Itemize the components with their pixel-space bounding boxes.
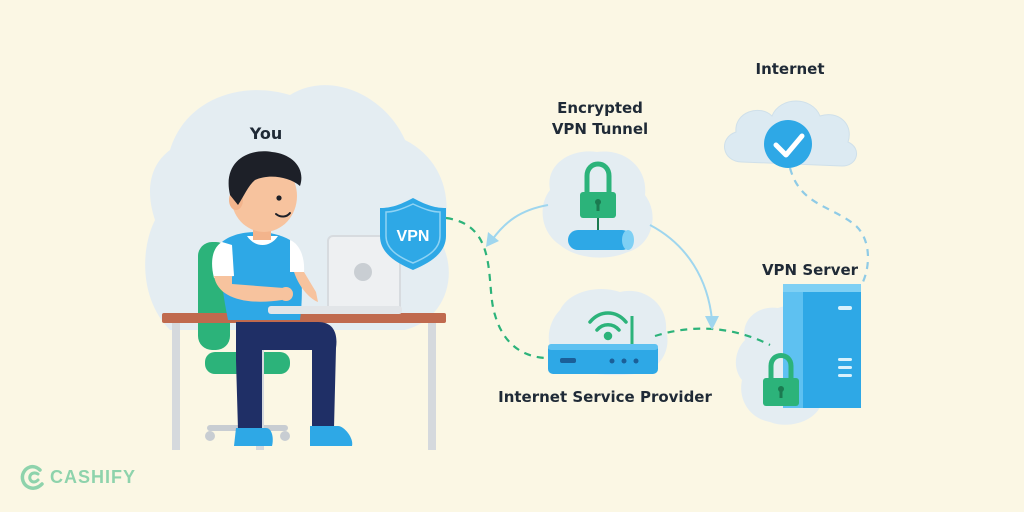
arrowhead-left bbox=[486, 232, 499, 247]
person bbox=[212, 151, 353, 446]
padlock-icon bbox=[580, 161, 616, 218]
internet-label: Internet bbox=[755, 60, 825, 78]
arrow-tunnel-to-router bbox=[649, 224, 713, 321]
you-label: You bbox=[249, 124, 283, 143]
laptop-icon bbox=[268, 235, 402, 314]
isp-label: Internet Service Provider bbox=[498, 388, 712, 406]
cashify-logo-icon bbox=[20, 464, 44, 490]
wifi-icon bbox=[588, 311, 628, 341]
brand-logo: CASHIFY bbox=[18, 460, 136, 494]
tunnel-label: Encrypted VPN Tunnel bbox=[520, 98, 680, 140]
internet-to-server-dashed-line bbox=[788, 167, 870, 285]
vpn-server-label: VPN Server bbox=[761, 261, 859, 279]
checkmark-icon bbox=[764, 120, 812, 168]
tunnel-label-line1: Encrypted bbox=[557, 99, 643, 117]
server-padlock-icon bbox=[763, 353, 799, 406]
router-to-server-dashed-line bbox=[654, 327, 771, 346]
vpn-to-router-dashed-line bbox=[445, 216, 549, 360]
router-icon bbox=[548, 316, 658, 374]
connection-lines bbox=[445, 167, 870, 360]
tunnel-arrows bbox=[491, 204, 713, 321]
arrowhead-right bbox=[705, 316, 719, 330]
arrow-tunnel-to-laptop bbox=[491, 204, 549, 241]
tunnel-label-line2: VPN Tunnel bbox=[551, 120, 649, 138]
vpn-shield-icon bbox=[380, 198, 446, 270]
tunnel-pipe-icon bbox=[568, 218, 634, 250]
brand-name: CASHIFY bbox=[50, 466, 137, 487]
vpn-shield-label: VPN bbox=[397, 228, 430, 245]
